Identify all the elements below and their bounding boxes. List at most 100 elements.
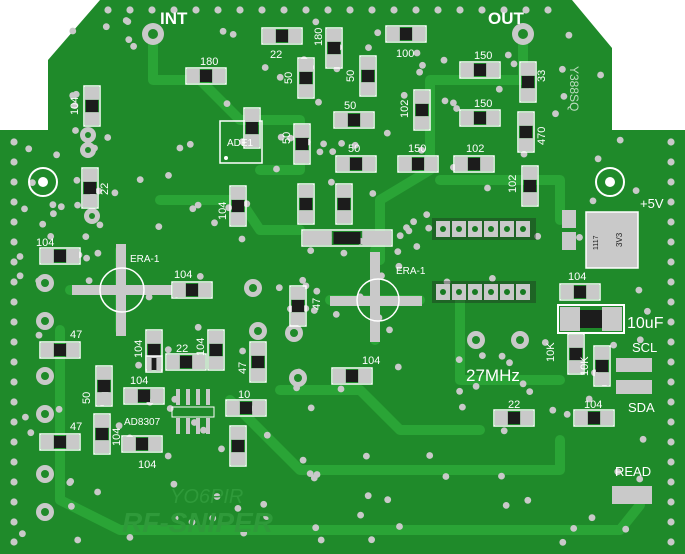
header-pin — [484, 221, 498, 237]
via — [622, 525, 630, 533]
smd-part-c19 — [521, 165, 539, 207]
era1-right-label: ERA-1 — [396, 266, 426, 277]
smd-part-c5 — [297, 57, 315, 99]
smd-part-extra-4 — [229, 425, 247, 467]
via — [22, 413, 29, 421]
component-value-c28: 104 — [195, 338, 207, 356]
smd-part-c14 — [335, 155, 377, 173]
via — [610, 341, 617, 349]
component-value-c17: 470 — [536, 127, 548, 145]
component-value-c1: 22 — [270, 49, 282, 61]
smd-part-c28 — [207, 329, 225, 371]
via — [211, 219, 218, 227]
via — [594, 155, 602, 163]
via — [219, 27, 227, 35]
smd-part-extra-5 — [145, 355, 163, 373]
via — [585, 395, 593, 403]
via — [115, 422, 123, 430]
via — [369, 190, 377, 197]
component-value-c19: 102 — [507, 175, 519, 193]
component-value-c33: 10 — [238, 389, 250, 401]
smd-part-c24 — [559, 283, 601, 301]
via — [263, 513, 270, 520]
smd-part-c8 — [519, 61, 537, 103]
via — [69, 92, 77, 99]
via — [495, 85, 503, 93]
component-value-c23: 47 — [311, 298, 323, 310]
via — [338, 140, 345, 147]
component-value-c6: 50 — [345, 70, 357, 82]
component-value-c35: 104 — [111, 428, 123, 446]
capacitor-big-label: 10uF — [627, 315, 664, 332]
via — [383, 129, 391, 137]
via — [229, 31, 237, 38]
via — [10, 258, 18, 266]
component-value-c40: 10K — [579, 356, 591, 376]
via — [340, 249, 348, 257]
via — [53, 151, 60, 159]
via — [312, 18, 320, 26]
via — [316, 148, 324, 156]
era1-left-label: ERA-1 — [130, 254, 160, 265]
sda-label: SDA — [628, 400, 655, 415]
via — [10, 238, 18, 246]
header-pin — [516, 221, 530, 237]
via — [500, 6, 508, 14]
component-value-c14: 50 — [348, 143, 360, 155]
via — [559, 65, 566, 73]
via — [164, 346, 172, 354]
via — [111, 189, 119, 197]
via — [10, 298, 18, 306]
via — [263, 431, 271, 439]
via — [667, 158, 675, 166]
via — [351, 141, 359, 149]
via — [10, 198, 18, 206]
via — [570, 525, 578, 532]
via — [395, 262, 403, 270]
via — [522, 6, 530, 14]
via — [85, 277, 93, 284]
via — [10, 358, 18, 366]
via — [423, 211, 431, 219]
via — [667, 258, 675, 266]
scl-label: SCL — [632, 340, 657, 355]
via — [390, 6, 398, 14]
via — [667, 378, 675, 386]
via — [418, 146, 425, 154]
via — [83, 254, 90, 262]
via — [68, 502, 75, 510]
via — [667, 518, 675, 526]
via — [310, 307, 318, 314]
via — [57, 203, 65, 211]
via — [455, 356, 463, 363]
via — [368, 536, 375, 544]
via — [313, 471, 321, 478]
via — [124, 18, 132, 25]
smd-part-c21 — [39, 247, 81, 265]
via — [243, 200, 251, 208]
via — [549, 406, 557, 414]
component-value-c30: 104 — [362, 355, 380, 367]
via — [667, 198, 675, 206]
via — [214, 6, 222, 14]
via — [329, 148, 337, 156]
via — [324, 6, 332, 14]
via — [559, 538, 567, 546]
via — [563, 410, 571, 418]
smd-part-c17 — [517, 111, 535, 153]
via — [636, 336, 644, 344]
via — [365, 44, 372, 51]
version-mark: Y388SQ — [567, 66, 581, 111]
via — [312, 524, 320, 532]
via — [459, 403, 466, 411]
smd-part-c3 — [385, 25, 427, 43]
via — [126, 534, 134, 541]
via — [442, 473, 450, 480]
via — [189, 205, 197, 213]
via — [667, 278, 675, 286]
via — [394, 363, 402, 371]
via — [328, 178, 335, 186]
via — [10, 538, 18, 546]
component-value-c24: 104 — [568, 271, 586, 283]
